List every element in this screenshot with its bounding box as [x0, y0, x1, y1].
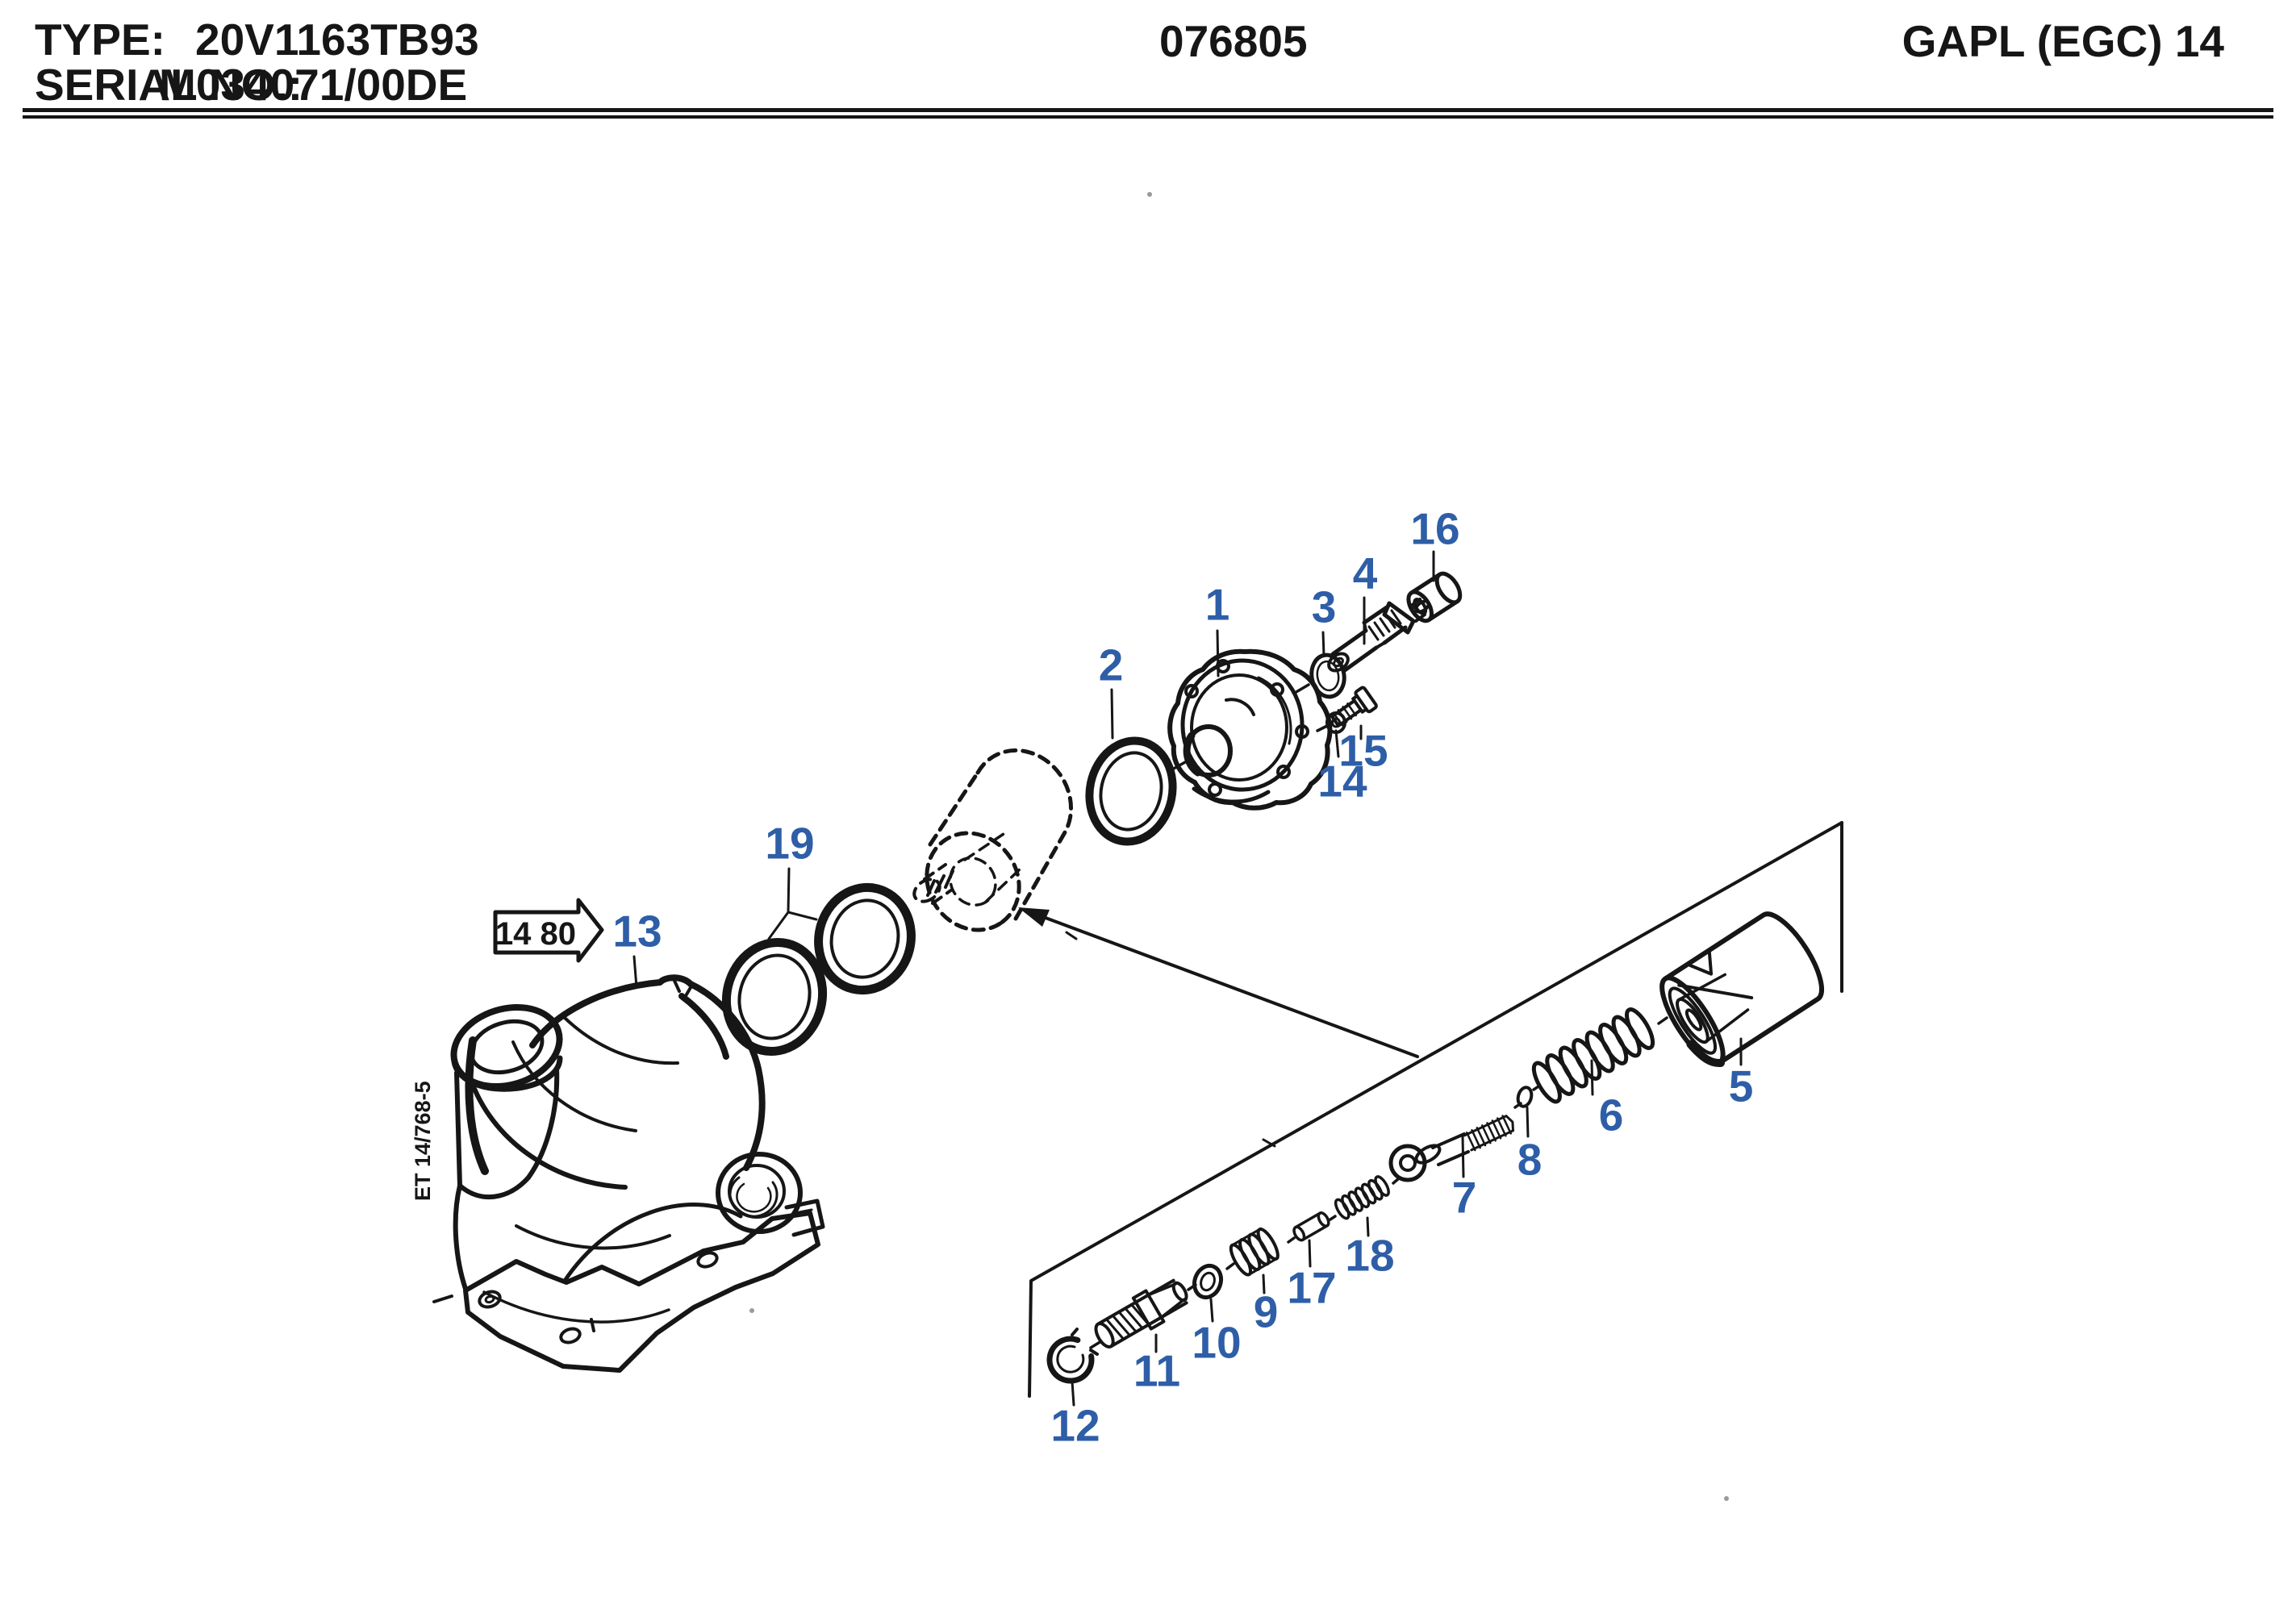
header-rule-top [23, 108, 2273, 112]
part-ring-8 [1516, 1086, 1534, 1108]
part-spring-6 [1531, 1007, 1655, 1104]
callout-3: 3 [1311, 582, 1337, 632]
part-o-ring-2 [1085, 736, 1177, 846]
callout-15: 15 [1338, 725, 1388, 776]
part-bolt-15 [1330, 686, 1378, 727]
callout-14: 14 [1317, 756, 1367, 807]
header-rule-bottom [23, 115, 2273, 119]
serial-label: SERIAL NO.: [35, 60, 303, 110]
callout-16: 16 [1410, 503, 1460, 554]
part-spring-stack-9 [1229, 1227, 1279, 1277]
callout-11: 11 [1133, 1345, 1181, 1396]
drawing-ref-label: ET 14/768-5 [411, 1081, 435, 1201]
part-spring-18 [1334, 1175, 1390, 1220]
callout-17: 17 [1287, 1262, 1337, 1313]
callout-7: 7 [1451, 1172, 1477, 1223]
callout-2: 2 [1098, 640, 1124, 690]
catalog-ref: GAPL (EGC) 14 [1902, 16, 2224, 66]
part-circlip-12 [1046, 1328, 1099, 1384]
type-label: TYPE: [35, 15, 165, 65]
callout-10: 10 [1192, 1317, 1242, 1368]
callout-1: 1 [1204, 579, 1230, 630]
part-valve-cage-5 [1659, 911, 1824, 1067]
ghost-cartridge [912, 748, 1074, 932]
callout-5: 5 [1728, 1061, 1754, 1111]
part-valve-rod-7 [1388, 1115, 1515, 1182]
callout-9: 9 [1253, 1286, 1279, 1337]
assembly-arrow [1018, 907, 1419, 1058]
callout-8: 8 [1517, 1134, 1542, 1185]
group-ref-label: 14 80 [495, 916, 576, 952]
part-washer-10 [1192, 1263, 1224, 1300]
callout-19: 19 [765, 818, 815, 869]
callout-12: 12 [1050, 1400, 1100, 1451]
callout-4: 4 [1352, 548, 1378, 598]
part-spindle-11 [1094, 1278, 1188, 1349]
housing-threaded-port [716, 1152, 825, 1237]
scan-speck [749, 1308, 754, 1313]
document-number: 076805 [1159, 16, 1308, 66]
part-pin-17 [1292, 1211, 1330, 1242]
group-ref-flag [493, 898, 604, 963]
leader-lines [632, 550, 1743, 1407]
group-bracket-lines [1028, 821, 1843, 1398]
scan-speck [1147, 192, 1152, 197]
axis-connectors [1089, 603, 1668, 1349]
part-cover-1 [1167, 648, 1333, 811]
callout-18: 18 [1345, 1230, 1395, 1281]
part-cap-nut-16 [1406, 571, 1463, 623]
callout-6: 6 [1598, 1090, 1624, 1140]
part-seal-rings-19 [721, 882, 916, 1057]
scan-speck [1724, 1496, 1729, 1501]
serial-value: M034071/00DE [159, 60, 468, 110]
part-pump-housing [432, 974, 825, 1373]
type-value: 20V1163TB93 [195, 15, 479, 65]
callout-13: 13 [612, 906, 662, 957]
